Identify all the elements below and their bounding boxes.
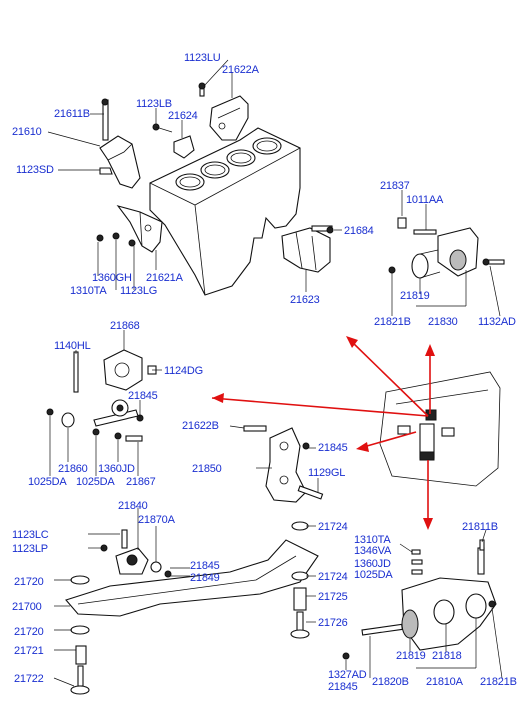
label-21622B: 21622B — [182, 420, 219, 432]
label-1025DA-right: 1025DA — [354, 569, 393, 581]
label-21840: 21840 — [118, 500, 148, 512]
label-1132AD: 1132AD — [478, 316, 516, 328]
label-21811B: 21811B — [462, 521, 498, 533]
label-21820B: 21820B — [372, 676, 409, 688]
crossmember-21700 — [65, 521, 319, 695]
label-21724-a: 21724 — [318, 521, 348, 533]
bracket-21621A — [96, 205, 163, 253]
label-1124DG: 1124DG — [164, 365, 203, 377]
label-1346VA: 1346VA — [354, 545, 392, 557]
label-1310TA-top: 1310TA — [70, 285, 107, 297]
label-21849: 21849 — [190, 572, 220, 584]
label-1011AA: 1011AA — [406, 194, 444, 206]
label-21810A: 21810A — [426, 676, 463, 688]
engine-block — [149, 127, 301, 296]
label-1123LG: 1123LG — [120, 285, 158, 297]
label-21725: 21725 — [318, 591, 348, 603]
label-1327AD: 1327AD — [328, 669, 367, 681]
label-21700: 21700 — [12, 601, 42, 613]
label-21721: 21721 — [14, 645, 44, 657]
label-21624: 21624 — [168, 110, 198, 122]
bracket-21624 — [152, 123, 195, 159]
label-21821B-top: 21821B — [374, 316, 411, 328]
label-1310TA-right: 1310TA — [354, 534, 391, 546]
label-21623: 21623 — [290, 294, 320, 306]
label-1025DA-a: 1025DA — [28, 476, 67, 488]
label-1360JD-right: 1360JD — [354, 558, 391, 570]
label-21819-top: 21819 — [400, 290, 430, 302]
label-1123LC: 1123LC — [12, 529, 49, 541]
label-1129GL: 1129GL — [308, 467, 346, 479]
bracket-21610 — [99, 98, 141, 189]
label-21722: 21722 — [14, 673, 44, 685]
label-21622A: 21622A — [222, 64, 259, 76]
label-21821B-bot: 21821B — [480, 676, 517, 688]
label-21845-d: 21845 — [328, 681, 358, 693]
label-1025DA-b: 1025DA — [76, 476, 115, 488]
label-21830: 21830 — [428, 316, 458, 328]
bracket-21623 — [281, 225, 334, 273]
label-21845-a: 21845 — [128, 390, 158, 402]
bracket-21850 — [243, 425, 324, 503]
engine-silhouette — [379, 371, 501, 487]
label-1123SD: 1123SD — [16, 164, 54, 176]
label-21720-a: 21720 — [14, 576, 44, 588]
label-21850: 21850 — [192, 463, 222, 475]
label-21818: 21818 — [432, 650, 462, 662]
assembly-21810A — [342, 539, 497, 660]
label-21819-bot: 21819 — [396, 650, 426, 662]
label-21837: 21837 — [380, 180, 410, 192]
label-21726: 21726 — [318, 617, 348, 629]
bracket-21622A — [198, 82, 249, 141]
label-1123LB: 1123LB — [136, 98, 172, 110]
label-21860: 21860 — [58, 463, 88, 475]
label-21867: 21867 — [126, 476, 156, 488]
assembly-21830 — [388, 217, 505, 279]
label-21868: 21868 — [110, 320, 140, 332]
label-21720-b: 21720 — [14, 626, 44, 638]
red-arrows — [211, 336, 435, 530]
label-1123LP: 1123LP — [12, 543, 48, 555]
label-21684: 21684 — [344, 225, 374, 237]
label-21724-b: 21724 — [318, 571, 348, 583]
leader-lines — [47, 59, 503, 687]
label-21611B: 21611B — [54, 108, 90, 120]
label-21845-b: 21845 — [318, 442, 348, 454]
label-21870A: 21870A — [138, 514, 175, 526]
label-1140HL: 1140HL — [54, 340, 91, 352]
label-21610: 21610 — [12, 126, 42, 138]
label-1123LU: 1123LU — [184, 52, 221, 64]
label-21621A: 21621A — [146, 272, 183, 284]
label-1360GH: 1360GH — [92, 272, 132, 284]
label-21845-c: 21845 — [190, 560, 220, 572]
label-1360JD-left: 1360JD — [98, 463, 135, 475]
